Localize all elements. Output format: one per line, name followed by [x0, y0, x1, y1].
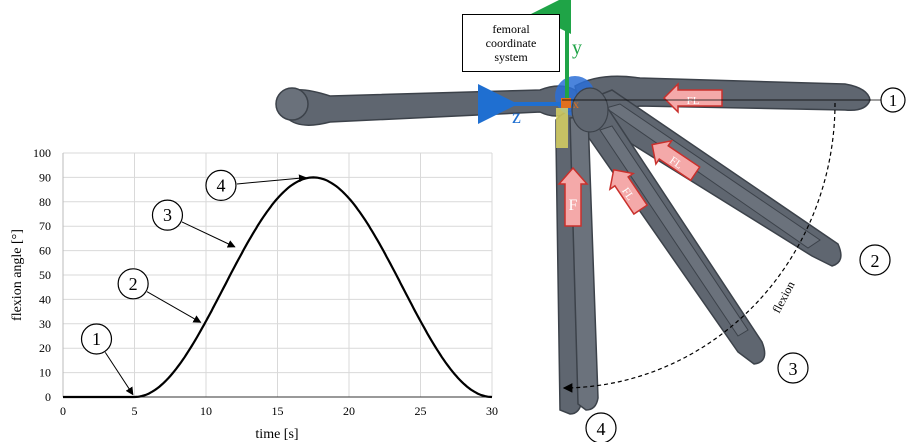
y-tick-label: 60 [39, 244, 51, 258]
svg-text:4: 4 [597, 419, 606, 439]
y-tick-label: 50 [39, 268, 51, 282]
annotation-label: 4 [216, 175, 225, 195]
annotation-1: 1 [82, 324, 133, 394]
annotation-arrow [105, 352, 133, 394]
x-tick-label: 10 [200, 404, 212, 418]
step-marker-2: 2 [860, 245, 890, 275]
z-axis-label: z [512, 106, 521, 128]
x-tick-labels: 0 5 10 15 20 25 30 [60, 404, 498, 418]
annotation-2: 2 [118, 269, 200, 323]
x-tick-label: 5 [132, 404, 138, 418]
svg-text:2: 2 [871, 251, 880, 271]
flexion-label: flexion [769, 279, 797, 316]
annotation-label: 3 [163, 205, 172, 225]
x-axis-title: time [s] [255, 427, 298, 442]
x-tick-label: 25 [415, 404, 427, 418]
annotation-3: 3 [152, 200, 234, 247]
annotation-label: 2 [129, 274, 138, 294]
svg-text:3: 3 [789, 359, 798, 379]
x-tick-label: 30 [486, 404, 498, 418]
y-tick-label: 20 [39, 341, 51, 355]
y-axis-title: flexion angle [°] [10, 229, 25, 321]
y-tick-label: 30 [39, 317, 51, 331]
y-tick-label: 40 [39, 292, 51, 306]
force-label-1: FL [687, 95, 700, 107]
annotation-arrow [147, 292, 201, 323]
origin-marker [561, 98, 571, 108]
x-tick-label: 15 [272, 404, 284, 418]
force-label-4: F [569, 197, 578, 214]
y-tick-label: 90 [39, 170, 51, 184]
y-tick-label: 10 [39, 366, 51, 380]
y-tick-labels: 0 10 20 30 40 50 60 70 80 90 100 [33, 146, 51, 404]
flexion-chart: 0 10 20 30 40 50 60 70 80 90 100 0 5 10 15 20 25 30 time… [10, 146, 498, 442]
y-tick-label: 70 [39, 219, 51, 233]
step-marker-4: 4 [586, 413, 616, 442]
step-marker-1: 1 [881, 88, 905, 112]
step-marker-3: 3 [778, 353, 808, 383]
y-tick-label: 80 [39, 195, 51, 209]
y-axis-label: y [572, 37, 582, 59]
annotation-label: 1 [92, 329, 101, 349]
y-tick-label: 0 [45, 390, 51, 404]
x-axis-label: x [573, 97, 579, 111]
svg-text:1: 1 [889, 91, 898, 110]
x-tick-label: 20 [343, 404, 355, 418]
y-tick-label: 100 [33, 146, 51, 160]
coordinate-system-label: femoral coordinate system [462, 14, 560, 72]
tibia-position-4 [556, 111, 598, 414]
x-tick-label: 0 [60, 404, 66, 418]
